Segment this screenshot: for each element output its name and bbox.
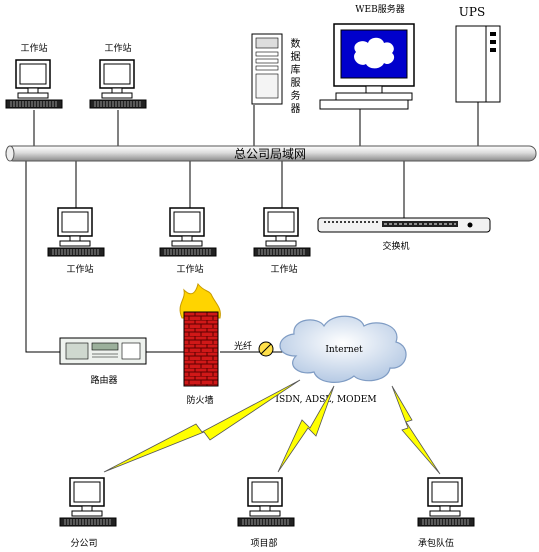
workstation-label: 工作站	[20, 42, 47, 54]
router-label: 路由器	[90, 374, 117, 386]
workstation-mid-center: 工作站	[159, 207, 217, 275]
web-server-label: WEB服务器	[355, 3, 404, 15]
workstation-label: 工作站	[104, 42, 131, 54]
web-server: WEB服务器	[319, 3, 415, 110]
branch-office: 分公司	[59, 477, 117, 549]
firewall-label: 防火墙	[186, 394, 213, 406]
lightning-project-icon	[277, 385, 335, 473]
lightning-links	[103, 379, 441, 475]
router: 路由器	[59, 337, 147, 386]
backbone-label: 总公司局域网	[234, 147, 306, 161]
branch-label: 分公司	[70, 538, 97, 549]
database-server: 数据库服务器	[221, 33, 300, 114]
flame-icon	[179, 282, 221, 319]
project-dept-label: 项目部	[250, 537, 277, 549]
firewall: 防火墙	[179, 282, 221, 406]
workstation-label: 工作站	[66, 263, 93, 275]
lightning-branch-icon	[103, 379, 301, 473]
network-switch: 交换机	[317, 217, 491, 252]
ups-label: UPS	[459, 5, 485, 19]
workstation-top-left: 工作站	[5, 42, 63, 109]
internet-cloud: Internet	[279, 315, 407, 383]
contractor-label: 承包队伍	[418, 537, 454, 549]
backbone-lan: 总公司局域网	[5, 145, 537, 162]
fiber-label: 光纤	[234, 340, 252, 352]
fiber-link: 光纤	[234, 340, 274, 357]
lightning-contractor-icon	[391, 385, 441, 475]
workstation-top-center: 工作站	[89, 42, 147, 109]
contractor-team: 承包队伍	[417, 477, 475, 549]
project-department: 项目部	[237, 477, 295, 549]
connection-lines	[25, 102, 479, 353]
workstation-mid-left: 工作站	[47, 207, 105, 275]
screen-cloud	[354, 37, 395, 69]
workstation-mid-right: 工作站	[253, 207, 311, 275]
ups-unit: UPS	[455, 5, 501, 103]
internet-label: Internet	[325, 345, 363, 355]
workstation-label: 工作站	[176, 263, 203, 275]
workstation-label: 工作站	[270, 263, 297, 275]
switch-label: 交换机	[382, 240, 409, 252]
